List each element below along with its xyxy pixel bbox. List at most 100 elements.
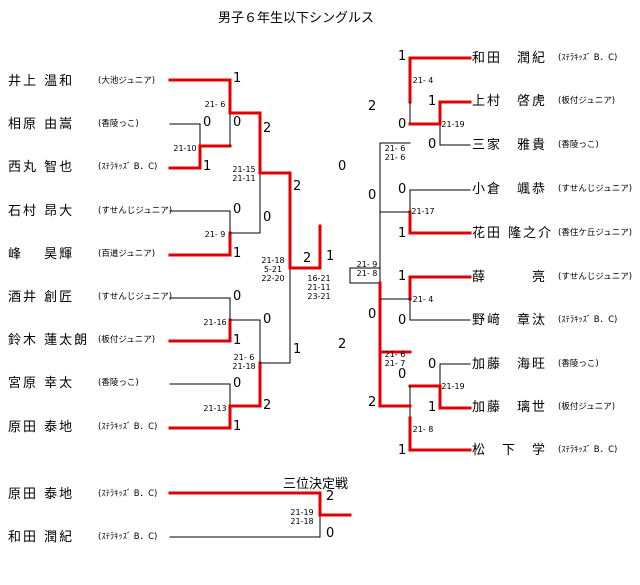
third-place-title: 三位決定戦 <box>283 477 349 492</box>
result-hanada: 1 <box>398 226 407 241</box>
player-name-nishimaru: 西丸 智也 <box>8 160 75 175</box>
player-name-wada: 和田 潤紀 <box>472 51 548 66</box>
result-matsushita: 1 <box>398 443 407 458</box>
player-name-sanke: 三家 雅貴 <box>472 138 548 153</box>
result-inoue: 1 <box>233 71 242 86</box>
player-name-harada: 原田 泰地 <box>8 420 75 435</box>
player-name-uemura: 上村 啓虎 <box>472 94 548 109</box>
player-club-miyahara: (香陵っこ) <box>98 378 139 388</box>
player-club-kato-rise: (板付ジュニア) <box>558 402 616 412</box>
score-right-r1-2: 21-19 <box>441 382 465 391</box>
third-player-club-harada: (ｽﾃﾗｷｯｽﾞ B．C) <box>98 489 158 499</box>
result-sanke: 0 <box>428 137 437 152</box>
score-right-r2-4: 21- 8 <box>412 425 434 434</box>
player-name-inoue: 井上 温和 <box>8 74 75 89</box>
result-uemura: 1 <box>428 94 437 109</box>
result-left-r3a-out: 2 <box>293 179 302 194</box>
player-club-matsushita: (ｽﾃﾗｷｯｽﾞ B．C) <box>558 445 618 455</box>
score-left-semifinal: 21-18 5-21 22-20 <box>261 256 285 283</box>
result-nishimaru: 1 <box>203 159 212 174</box>
score-left-r1-2: 21-16 <box>203 318 227 327</box>
player-name-kato-kairi: 加藤 海旺 <box>472 357 548 372</box>
third-player-name-wada: 和田 潤紀 <box>8 530 75 545</box>
player-club-inoue: (大池ジュニア) <box>98 76 156 86</box>
score-left-r2-3: 21-13 <box>203 404 227 413</box>
result-left-r1a-out: 0 <box>233 115 242 130</box>
result-ogura: 0 <box>398 182 407 197</box>
player-club-ogura: (すせんじジュニア) <box>558 184 633 194</box>
player-club-harada: (ｽﾃﾗｷｯｽﾞ B．C) <box>98 422 158 432</box>
result-third-harada: 2 <box>326 489 335 504</box>
player-club-aihara: (香陵っこ) <box>98 119 139 129</box>
result-final-right: 1 <box>326 249 335 264</box>
result-right-r2c-out: 0 <box>368 307 377 322</box>
player-club-sakai: (すせんじジュニア) <box>98 292 173 302</box>
player-name-kato-rise: 加藤 璃世 <box>472 400 548 415</box>
result-wada: 1 <box>398 49 407 64</box>
result-final-left: 2 <box>303 251 312 266</box>
result-left-r3b-out: 1 <box>293 342 302 357</box>
result-left-r1b-out: 0 <box>263 312 272 327</box>
score-right-r2-3: 21- 4 <box>412 295 434 304</box>
player-name-nozaki: 野﨑 章汰 <box>472 313 548 328</box>
score-left-r2-2: 21- 9 <box>204 230 226 239</box>
score-right-r3-1: 21- 6 21- 6 <box>384 144 406 162</box>
result-right-r3b-out: 2 <box>338 337 347 352</box>
result-left-r2c-out: 2 <box>263 398 272 413</box>
player-club-nozaki: (ｽﾃﾗｷｯｽﾞ B．C) <box>558 315 618 325</box>
player-name-hanada: 花田 隆之介 <box>472 226 554 241</box>
score-final: 16-21 21-11 23-21 <box>307 274 331 301</box>
result-right-r3a-out: 0 <box>338 159 347 174</box>
player-club-ishimura: (すせんじジュニア) <box>98 206 173 216</box>
result-left-r2b-out: 0 <box>263 210 272 225</box>
score-left-r3-1: 21-15 21-11 <box>232 165 256 183</box>
player-name-setsu: 薛 亮 <box>472 270 548 285</box>
player-club-hanada: (香住ケ丘ジュニア) <box>558 228 633 238</box>
result-right-r1a-out: 0 <box>398 117 407 132</box>
result-nozaki: 0 <box>398 313 407 328</box>
result-harada: 1 <box>233 419 242 434</box>
third-player-club-wada: (ｽﾃﾗｷｯｽﾞ B．C) <box>98 532 158 542</box>
player-club-mine: (百道ジュニア) <box>98 249 156 259</box>
player-name-miyahara: 宮原 幸太 <box>8 376 75 391</box>
third-player-name-harada: 原田 泰地 <box>8 487 75 502</box>
score-third-place: 21-19 21-18 <box>290 508 314 526</box>
player-name-ishimura: 石村 昂大 <box>8 204 75 219</box>
result-suzuki: 1 <box>233 333 242 348</box>
player-club-wada: (ｽﾃﾗｷｯｽﾞ B．C) <box>558 53 618 63</box>
player-name-sakai: 酒井 創匠 <box>8 290 75 305</box>
page-title: 男子６年生以下シングルス <box>218 11 375 26</box>
player-name-matsushita: 松 下 学 <box>472 443 548 458</box>
score-right-r3-2: 21- 6 21- 7 <box>384 350 406 368</box>
result-aihara: 0 <box>203 115 212 130</box>
result-right-r2d-out: 2 <box>368 395 377 410</box>
result-ishimura: 0 <box>233 202 242 217</box>
result-setsu: 1 <box>398 269 407 284</box>
player-name-aihara: 相原 由嵩 <box>8 117 75 132</box>
player-club-kato-kairi: (香陵っこ) <box>558 359 599 369</box>
player-club-nishimaru: (ｽﾃﾗｷｯｽﾞ B．C) <box>98 162 158 172</box>
player-club-suzuki: (板付ジュニア) <box>98 335 156 345</box>
player-name-ogura: 小倉 颯恭 <box>472 182 548 197</box>
result-right-r2b-out: 0 <box>368 188 377 203</box>
player-name-suzuki: 鈴木 蓮太朗 <box>8 333 90 348</box>
player-club-setsu: (すせんじジュニア) <box>558 272 633 282</box>
player-club-sanke: (香陵っこ) <box>558 140 599 150</box>
result-kato-rise: 1 <box>428 400 437 415</box>
result-right-r2a-out: 2 <box>368 99 377 114</box>
player-name-mine: 峰 昊輝 <box>8 247 75 262</box>
score-left-r3-2: 21- 6 21-18 <box>232 353 256 371</box>
score-right-r1-1: 21-19 <box>441 120 465 129</box>
bracket-lines <box>168 56 472 538</box>
result-sakai: 0 <box>233 289 242 304</box>
score-right-r2-2: 21-17 <box>411 207 435 216</box>
player-club-uemura: (板付ジュニア) <box>558 96 616 106</box>
score-left-r1-1: 21-10 <box>173 144 197 153</box>
result-left-r2a-out: 2 <box>263 121 272 136</box>
result-kato-kairi: 0 <box>428 357 437 372</box>
score-right-semifinal: 21- 9 21- 8 <box>356 260 378 278</box>
result-mine: 1 <box>233 246 242 261</box>
score-left-r2-1: 21- 6 <box>204 100 226 109</box>
result-third-wada: 0 <box>326 526 335 541</box>
